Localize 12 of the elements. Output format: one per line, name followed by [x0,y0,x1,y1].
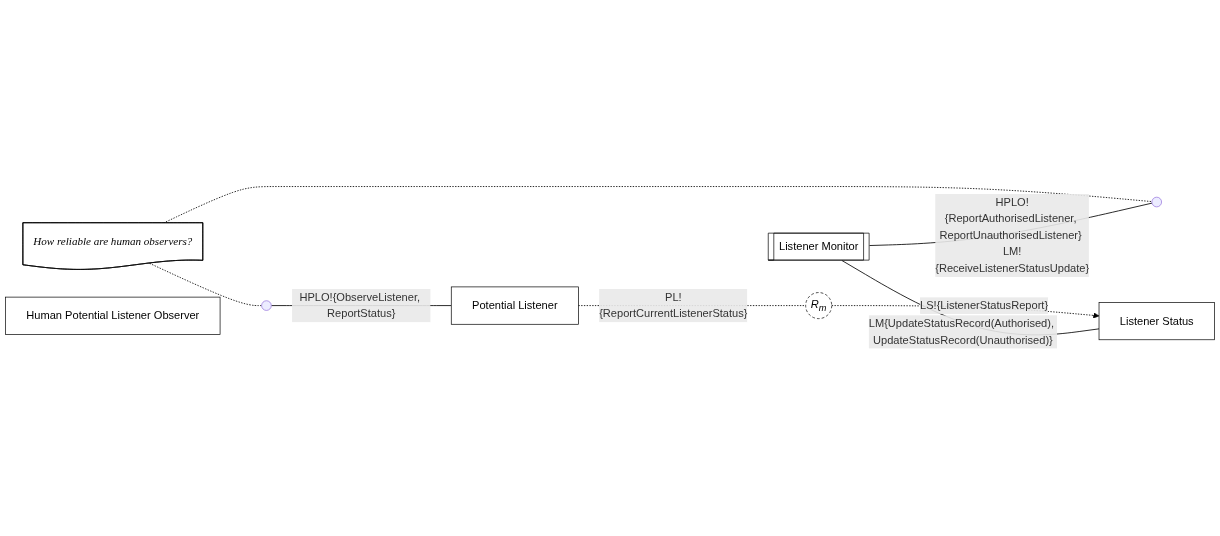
edge-label: HPLO!{ReportAuthorisedListener, ReportUnauthorisedListener} LM!{ReceiveListenerStatusUpdate} [935,196,1090,275]
node-circle: R$_{m}$ [805,292,833,320]
node-ellipse [261,300,272,312]
node-box: Potential Listener [450,287,579,326]
edge-label: PL!{ReportCurrentListenerStatus} [599,291,748,320]
edge-label: LS!{ListenerStatusReport} [920,299,1049,312]
connector [841,260,1100,336]
node-box: Human Potential Listener Observer [5,297,221,336]
edge-label: HPLO!{ObserveListener, ReportStatus} [299,291,421,320]
node-box: Listener Status [1098,302,1215,341]
edge-label: LM{UpdateStatusRecord(Authorised), UpdateStatusRecord(Unauthorised)} [868,317,1055,347]
node-ellipse [1151,197,1162,208]
